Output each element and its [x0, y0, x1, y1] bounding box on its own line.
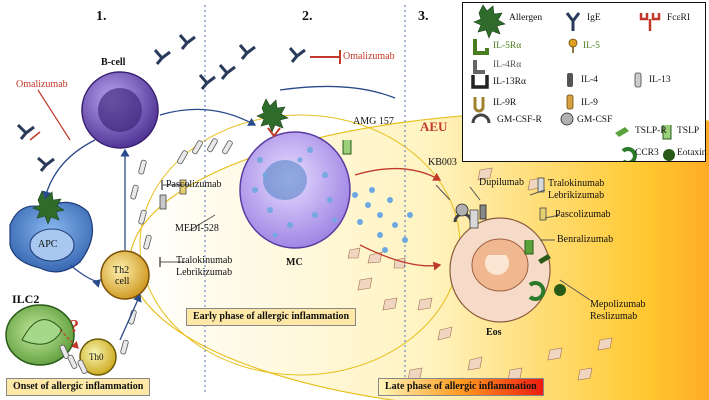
- legend-il4: IL-4: [581, 75, 598, 85]
- legend-il5ra: IL-5Rα: [493, 41, 522, 51]
- il9-icon: [566, 94, 574, 110]
- aeu-label: AEU: [420, 119, 448, 134]
- phase-onset-box: Onset of allergic inflammation: [6, 378, 151, 396]
- legend-allergen: Allergen: [509, 13, 543, 23]
- legend-fceri: FcεRI: [667, 13, 690, 23]
- drug-omalizumab-left: Omalizumab: [16, 79, 68, 90]
- legend-il9: IL-9: [581, 98, 598, 108]
- legend-il4ra: IL-4Rα: [493, 60, 522, 70]
- th2-cell: [100, 250, 150, 300]
- drug-mepolizumab: Mepolizumab: [590, 299, 646, 310]
- drug-pascolizumab-right: Pascolizumab: [555, 209, 611, 220]
- drug-tralokinumab-right: Tralokinumab: [548, 178, 605, 189]
- il5-icon: [568, 38, 578, 48]
- th0-label: Th0: [89, 352, 104, 362]
- drug-tralokinumab-left: Tralokinumab: [176, 255, 233, 266]
- legend-ccr3: CCR3: [635, 148, 659, 158]
- il13-icon: [634, 72, 642, 88]
- legend-il13ra: IL-13Rα: [493, 77, 526, 87]
- eos-label: Eos: [486, 327, 502, 338]
- drug-amg157: AMG 157: [353, 116, 394, 127]
- il4ra-icon: [473, 60, 485, 74]
- cytokines-onset: [59, 138, 233, 374]
- allergen-mc: [256, 98, 289, 133]
- il9r-icon: [473, 97, 485, 113]
- legend-ige: IgE: [587, 13, 601, 23]
- legend-tslpr: TSLP-R: [635, 126, 667, 136]
- drug-dupilumab: Dupilumab: [479, 177, 524, 188]
- legend-icons: [471, 4, 675, 161]
- il4-icon: [567, 73, 573, 87]
- th2-label-line2: cell: [115, 276, 130, 287]
- il5ra-icon: [473, 39, 489, 55]
- tslp-icon: [662, 125, 672, 140]
- il13ra-icon: [471, 75, 489, 89]
- gmcsf-icon: [560, 112, 574, 126]
- legend-gmcsfr: GM-CSF-R: [497, 115, 542, 125]
- il4-chip: [159, 194, 167, 210]
- degranulation: [352, 187, 413, 253]
- gmcsfr-icon: [471, 113, 491, 124]
- drug-kb003: KB003: [428, 157, 457, 168]
- tslpr-icon: [615, 127, 629, 137]
- apc-label: APC: [38, 239, 58, 250]
- drug-reslizumab: Reslizumab: [590, 311, 638, 322]
- section-2-number: 2.: [302, 9, 313, 24]
- eotaxin-icon: [663, 149, 675, 161]
- ige-icon: [565, 12, 581, 31]
- mc-granules: [252, 147, 338, 238]
- legend-eotaxin: Eotaxin: [677, 148, 707, 158]
- ccr3-icon: [621, 147, 637, 161]
- drug-lebrikizumab-left: Lebrikizumab: [176, 267, 233, 278]
- fceri-icon: [639, 13, 661, 31]
- legend-il13: IL-13: [649, 75, 671, 85]
- legend-gmcsf: GM-CSF: [577, 115, 613, 125]
- phase-late-box: Late phase of allergic inflammation: [378, 378, 544, 396]
- allergen-icon: [473, 4, 506, 39]
- mc-label: MC: [286, 257, 303, 268]
- legend-il5: IL-5: [583, 41, 600, 51]
- debris: [347, 167, 613, 391]
- drug-lebrikizumab-right: Lebrikizumab: [548, 190, 605, 201]
- th0-cell: [79, 338, 117, 376]
- section-3-number: 3.: [418, 9, 429, 24]
- drug-pascolizumab-left: Pascolizumab: [166, 179, 222, 190]
- drug-omalizumab-top: Omalizumab: [343, 51, 395, 62]
- drug-medi528: MEDI-528: [175, 223, 219, 234]
- legend-tslp: TSLP: [677, 126, 700, 136]
- drug-benralizumab: Benralizumab: [557, 234, 614, 245]
- ilc2-label: ILC2: [12, 292, 40, 306]
- th2-label-line1: Th2: [113, 265, 130, 276]
- omalizumab-left-line: [37, 89, 71, 141]
- legend-box: Allergen IgE FcεRI IL-5Rα IL-5 IL-4Rα IL…: [462, 2, 707, 162]
- legend-il9r: IL-9R: [493, 98, 517, 108]
- phase-early-box: Early phase of allergic inflammation: [186, 308, 357, 326]
- section-1-number: 1.: [96, 9, 107, 24]
- question-mark: ?: [70, 316, 79, 336]
- b-cell-label: B-cell: [101, 57, 126, 68]
